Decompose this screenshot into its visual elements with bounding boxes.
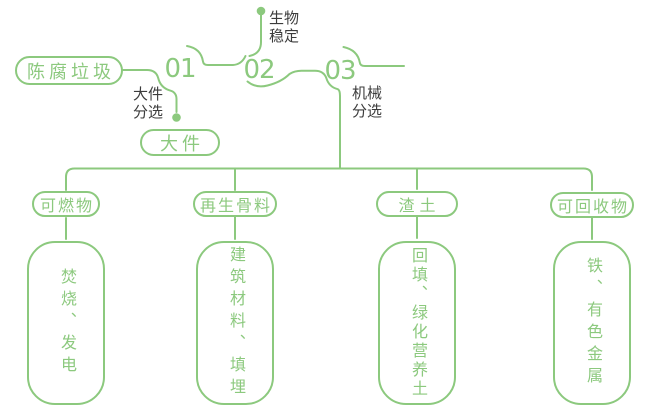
output-text-slag: 回填、绿化营养土 bbox=[409, 247, 426, 399]
step-label-mechanical-sorting: 机械 分选 bbox=[352, 85, 383, 121]
output-box-recycled-aggregate: 建筑材料、填埋 bbox=[196, 241, 274, 405]
step-number-2: 02 bbox=[243, 55, 275, 85]
branch-pill-slag: 渣土 bbox=[376, 191, 458, 217]
distribution-line bbox=[65, 167, 593, 191]
step-number-3: 03 bbox=[324, 56, 356, 86]
bulky-output-pill: 大件 bbox=[140, 129, 220, 156]
step-label-bio-stabilization: 生物 稳定 bbox=[269, 10, 300, 46]
branch-pill-recycled-aggregate: 再生骨料 bbox=[193, 191, 277, 217]
branch-pill-combustibles: 可燃物 bbox=[32, 191, 100, 217]
source-pill: 陈腐垃圾 bbox=[15, 56, 123, 85]
flow-arc-step3-exit bbox=[342, 46, 405, 67]
output-text-recycled-aggregate: 建筑材料、填埋 bbox=[227, 246, 244, 400]
output-text-combustibles: 焚烧、发电 bbox=[58, 268, 75, 378]
bulky-branch-dot bbox=[172, 113, 181, 122]
branch-pill-recyclables: 可回收物 bbox=[550, 192, 634, 218]
flow-line-step2-to-step3 bbox=[246, 69, 341, 170]
bio-stabilization-dot bbox=[256, 6, 266, 16]
step-number-1: 01 bbox=[164, 54, 196, 84]
flow-line-source-to-step1 bbox=[122, 69, 178, 113]
flow-arc-step1-to-step2 bbox=[186, 45, 247, 66]
step-label-bulky-sorting: 大件 分选 bbox=[133, 86, 164, 122]
output-box-slag: 回填、绿化营养土 bbox=[378, 241, 456, 405]
output-box-combustibles: 焚烧、发电 bbox=[27, 241, 105, 405]
output-text-recyclables: 铁、有色金属 bbox=[584, 257, 601, 389]
bio-stabilization-branch-line bbox=[248, 14, 262, 57]
output-box-recyclables: 铁、有色金属 bbox=[553, 241, 631, 405]
